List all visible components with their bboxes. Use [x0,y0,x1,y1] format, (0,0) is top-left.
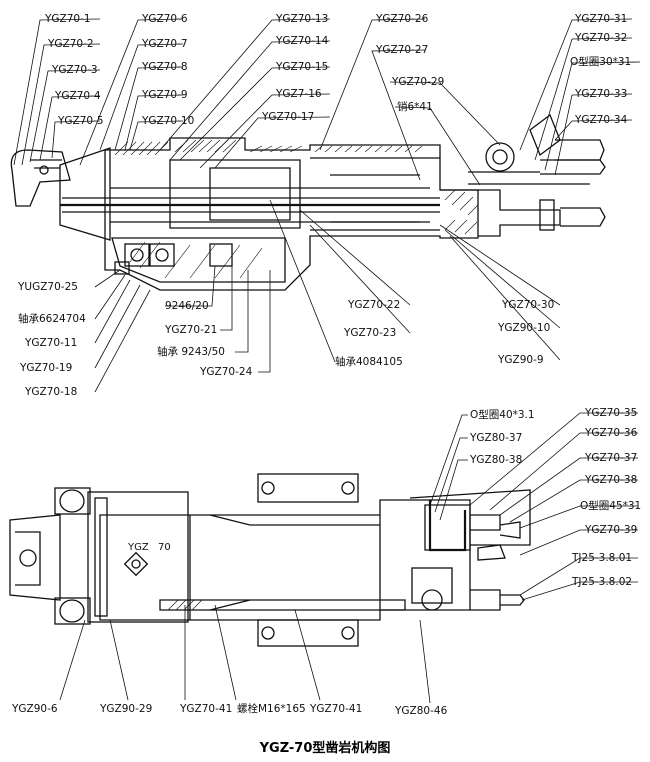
label-ygz70-15: YGZ70-15 [275,61,328,73]
label-ygz70-9: YGZ70-9 [141,89,188,101]
label-oring-40x31: O型圈40*3.1 [470,408,535,421]
label-ygz70-33: YGZ70-33 [574,88,627,100]
label-ygz70-31: YGZ70-31 [574,13,627,25]
part-labels-top: YGZ70-1 YGZ70-2 YGZ70-3 YGZ70-4 YGZ70-5 … [17,13,631,398]
label-ygz70-10: YGZ70-10 [141,115,194,127]
leader-lines-bottom [59,412,638,704]
label-ygz70-14: YGZ70-14 [275,35,329,47]
label-ygz70-38: YGZ70-38 [584,474,637,486]
label-ygz70-7: YGZ70-7 [141,38,188,50]
label-ygz70-35: YGZ70-35 [584,407,637,419]
label-ygz7-16: YGZ7-16 [275,88,322,100]
label-ygz70-27: YGZ70-27 [375,44,428,56]
label-bearing-9243-50: 轴承 9243/50 [157,345,225,358]
label-ygz70-37: YGZ70-37 [584,452,637,464]
label-ygz80-38: YGZ80-38 [469,454,522,466]
label-ygz70-29: YGZ70-29 [391,76,444,88]
label-ygz70-6: YGZ70-6 [141,13,188,25]
label-ygz70-22: YGZ70-22 [347,299,400,311]
label-ygz90-29: YGZ90-29 [99,703,152,715]
leader-lines-top [13,18,641,393]
label-ygz70-21: YGZ70-21 [164,324,217,336]
label-ygz70-34: YGZ70-34 [574,114,628,126]
label-oring-45x31: O型圈45*31 [580,499,641,512]
model-stamp-ygz: YGZ [127,542,149,553]
label-ygz90-9: YGZ90-9 [497,354,544,366]
label-ygz70-4: YGZ70-4 [54,90,101,102]
label-ygz70-41a: YGZ70-41 [179,703,232,715]
part-labels-bottom: O型圈40*3.1 YGZ80-37 YGZ80-38 YGZ70-35 YGZ… [11,407,641,717]
external-view [9,473,531,647]
label-tj25-3802: TJ25-3.8.02 [571,576,632,588]
label-tj25-3801: TJ25-3.8.01 [571,552,632,564]
label-ygz70-8: YGZ70-8 [141,61,188,73]
label-ygz70-2: YGZ70-2 [47,38,94,50]
label-ygz70-11: YGZ70-11 [24,337,77,349]
label-ygz70-5: YGZ70-5 [57,115,104,127]
label-ygz70-30: YGZ70-30 [501,299,554,311]
label-bearing-6624704: 轴承6624704 [18,312,86,325]
label-bearing-4084105: 轴承4084105 [335,355,403,368]
label-oring-30x31: O型圈30*31 [570,55,631,68]
label-yugz70-25: YUGZ70-25 [17,281,78,293]
model-stamp-70: 70 [158,542,171,553]
label-pin-6x41: 销6*41 [397,100,433,113]
label-ygz90-6: YGZ90-6 [11,703,58,715]
label-ygz70-26: YGZ70-26 [375,13,429,25]
label-ygz70-17: YGZ70-17 [261,111,314,123]
label-ygz70-36: YGZ70-36 [584,427,638,439]
label-ygz90-10: YGZ90-10 [497,322,550,334]
label-ygz70-41b: YGZ70-41 [309,703,362,715]
label-ygz70-18: YGZ70-18 [24,386,77,398]
label-ygz70-24: YGZ70-24 [199,366,253,378]
label-ygz70-32: YGZ70-32 [574,32,627,44]
label-bolt-m16x165: 螺栓M16*165 [237,702,306,715]
label-ygz70-39: YGZ70-39 [584,524,637,536]
label-ygz70-23: YGZ70-23 [343,327,396,339]
label-ygz70-13: YGZ70-13 [275,13,328,25]
label-ygz80-46: YGZ80-46 [394,705,448,717]
label-ygz80-37: YGZ80-37 [469,432,522,444]
label-ygz70-19: YGZ70-19 [19,362,72,374]
label-ygz70-3: YGZ70-3 [51,64,98,76]
sectional-view [10,113,606,291]
drawing-title: YGZ-70型凿岩机构图 [259,740,391,756]
label-ygz70-1: YGZ70-1 [44,13,91,25]
label-9246-20: 9246/20 [165,300,209,312]
